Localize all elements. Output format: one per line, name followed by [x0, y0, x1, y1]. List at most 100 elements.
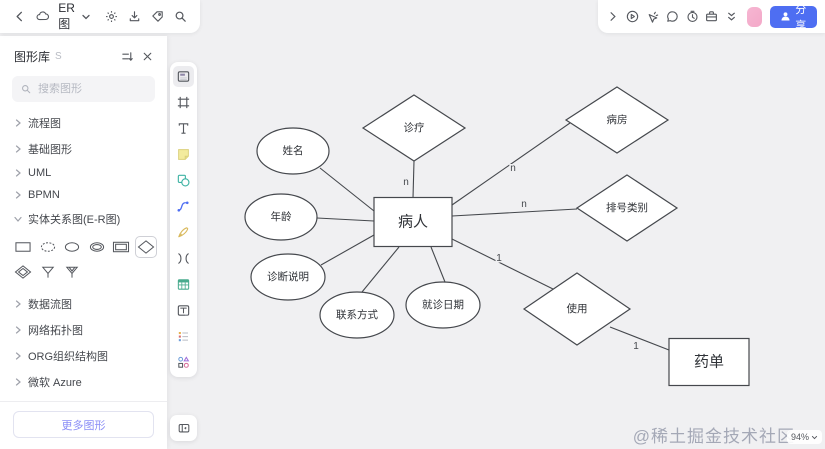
chevron-right-icon	[14, 300, 22, 308]
attribute-ellipse-icon[interactable]	[61, 236, 84, 258]
diagram-node-entity-patient[interactable]	[373, 196, 453, 248]
double-triangle-connector-icon[interactable]	[61, 261, 84, 283]
share-button-label: 分享	[795, 3, 807, 32]
sidebar-category-网络拓扑图[interactable]: 网络拓扑图	[0, 317, 167, 343]
multivalued-attribute-double-ellipse-icon[interactable]	[86, 236, 109, 258]
diagram-node-attr-name[interactable]	[256, 127, 330, 175]
chevron-right-icon	[14, 191, 22, 199]
cloud-sync-icon[interactable]	[33, 5, 52, 29]
avatar[interactable]	[746, 6, 762, 27]
shape-set-icon[interactable]	[173, 352, 194, 373]
diagram-node-label-attr-name: 姓名	[283, 144, 304, 157]
diagram-edge-9[interactable]	[609, 326, 670, 351]
diagram-edge-3[interactable]	[320, 234, 375, 266]
comment-icon[interactable]	[663, 5, 681, 29]
category-label: UML	[28, 167, 52, 179]
diagram-node-label-attr-contact: 联系方式	[336, 308, 378, 321]
shape-library-icon[interactable]	[173, 66, 194, 87]
chevron-down-icon	[811, 435, 818, 439]
triangle-connector-icon[interactable]	[37, 261, 60, 283]
diagram-node-attr-age[interactable]	[244, 193, 318, 241]
diagram-node-rel-queue-type[interactable]	[575, 174, 679, 242]
chevron-right-icon	[14, 326, 22, 334]
diagram-edge-4[interactable]	[361, 246, 400, 293]
diagram-edge-7[interactable]	[451, 208, 578, 217]
shape-search-input[interactable]	[38, 83, 147, 95]
sidebar-category-UML[interactable]: UML	[0, 162, 167, 184]
identifying-relationship-double-diamond-icon[interactable]	[12, 261, 35, 283]
diagram-node-attr-visitdate[interactable]	[405, 281, 481, 329]
sidebar-category-微软 Azure[interactable]: 微软 Azure	[0, 369, 167, 395]
entity-rectangle-icon[interactable]	[12, 236, 35, 258]
shape-panel-title: 图形库	[14, 49, 51, 64]
relationship-diamond-icon[interactable]	[134, 236, 157, 258]
diagram-node-rel-treatment[interactable]	[361, 94, 467, 162]
category-label: 流程图	[28, 118, 61, 130]
diagram-edge-0[interactable]	[412, 160, 415, 199]
frame-icon[interactable]	[173, 92, 194, 113]
pen-icon[interactable]	[173, 222, 194, 243]
collapse-panel-icon[interactable]	[170, 415, 197, 441]
search-icon[interactable]	[171, 5, 190, 29]
diagram-edge-2[interactable]	[316, 217, 375, 222]
diagram-edge-label-6: n	[510, 163, 516, 174]
diagram-node-rel-use[interactable]	[522, 272, 632, 346]
gear-icon[interactable]	[101, 5, 120, 29]
more-shapes-button[interactable]: 更多图形	[13, 411, 154, 438]
diagram-edge-label-0: n	[403, 177, 409, 188]
shape-panel-shortcut-badge: S	[55, 50, 62, 62]
briefcase-icon[interactable]	[703, 5, 721, 29]
table-icon[interactable]	[173, 274, 194, 295]
download-icon[interactable]	[125, 5, 144, 29]
text-icon[interactable]	[173, 118, 194, 139]
diagram-node-entity-rx[interactable]	[668, 337, 750, 387]
zoom-control[interactable]: 94%	[786, 430, 822, 444]
shape-search-box[interactable]	[12, 76, 155, 102]
chevron-right-icon[interactable]	[604, 5, 622, 29]
category-label: 数据流图	[28, 299, 72, 311]
close-icon[interactable]	[137, 46, 157, 66]
weak-entity-double-rectangle-icon[interactable]	[110, 236, 133, 258]
diagram-node-label-rel-ward: 病房	[607, 113, 628, 126]
shape-panel-footer: 更多图形	[0, 401, 167, 449]
diagram-node-label-rel-use: 使用	[567, 302, 588, 315]
list-icon[interactable]	[173, 326, 194, 347]
diagram-node-rel-ward[interactable]	[564, 86, 670, 154]
sidebar-category-BPMN[interactable]: BPMN	[0, 184, 167, 206]
sidebar-category-实体关系图(E-R图)[interactable]: 实体关系图(E-R图)	[0, 206, 167, 232]
diagram-edge-1[interactable]	[319, 167, 375, 212]
sidebar-category-ORG组织结构图[interactable]: ORG组织结构图	[0, 343, 167, 369]
back-chevron-icon[interactable]	[10, 5, 29, 29]
diagram-node-attr-contact[interactable]	[319, 291, 395, 339]
sticky-note-icon[interactable]	[173, 144, 194, 165]
sort-icon[interactable]	[117, 46, 137, 66]
sidebar-category-流程图[interactable]: 流程图	[0, 110, 167, 136]
share-button[interactable]: 分享	[769, 4, 817, 32]
tag-icon[interactable]	[148, 5, 167, 29]
connector-icon[interactable]	[173, 196, 194, 217]
document-title[interactable]: ER图	[56, 1, 93, 32]
diagram-node-attr-diagnosis[interactable]	[250, 253, 326, 301]
chevron-right-icon	[14, 169, 22, 177]
laser-pointer-icon[interactable]	[644, 5, 662, 29]
document-title-label: ER图	[58, 1, 75, 31]
shapes-icon[interactable]	[173, 170, 194, 191]
play-circle-icon[interactable]	[624, 5, 642, 29]
sidebar-category-基础图形[interactable]: 基础图形	[0, 136, 167, 162]
diagram-edge-label-7: n	[521, 199, 527, 210]
text-block-icon[interactable]	[173, 300, 194, 321]
diagram-edge-6[interactable]	[451, 122, 571, 206]
history-icon[interactable]	[683, 5, 701, 29]
diagram-edge-5[interactable]	[430, 246, 446, 283]
diagram-edge-label-9: 1	[633, 341, 639, 352]
junction-icon[interactable]	[173, 248, 194, 269]
sidebar-category-数据流图[interactable]: 数据流图	[0, 291, 167, 317]
diagram-node-label-attr-age: 年龄	[271, 210, 292, 223]
diagram-node-label-entity-rx: 药单	[694, 354, 724, 371]
diagram-edge-8[interactable]	[451, 238, 554, 290]
double-chevron-down-icon[interactable]	[723, 5, 741, 29]
derived-attribute-dashed-ellipse-icon[interactable]	[37, 236, 60, 258]
chevron-right-icon	[14, 378, 22, 386]
